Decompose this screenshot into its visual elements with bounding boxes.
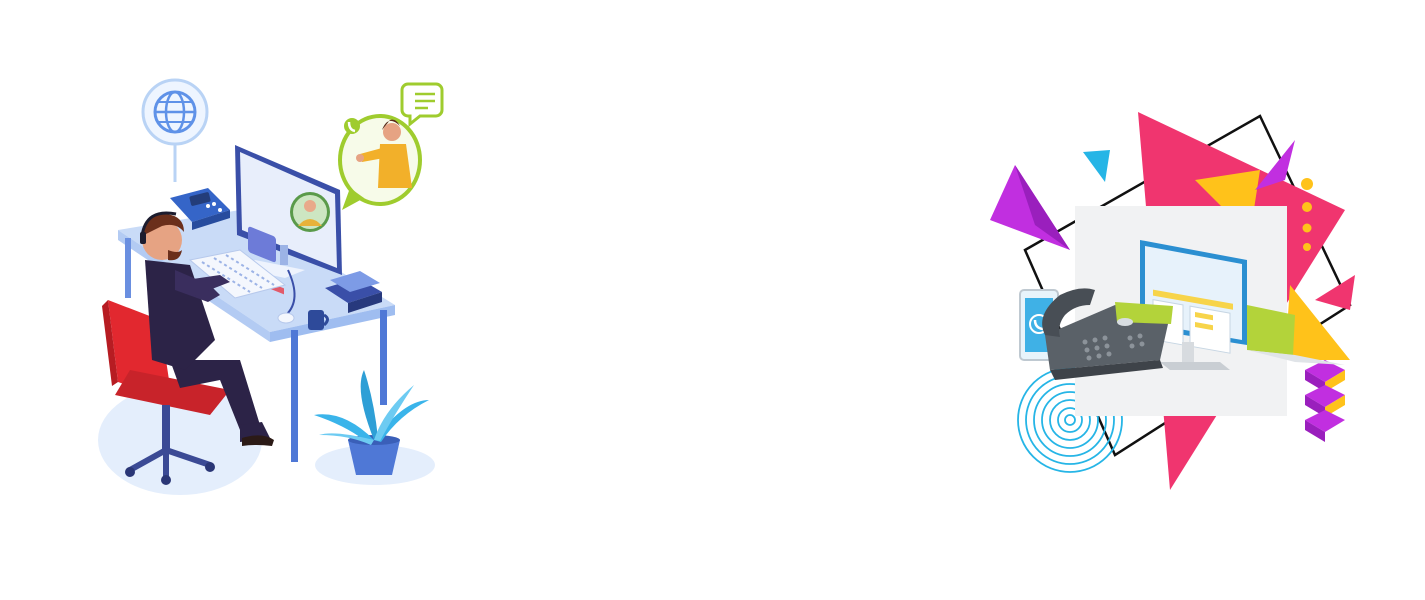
yellow-dot — [1301, 178, 1313, 190]
desk-phone-icon — [1042, 288, 1173, 380]
pink-triangle-small — [1315, 275, 1355, 310]
router-box — [325, 271, 382, 313]
yellow-triangle-right — [1285, 285, 1350, 360]
desk-phone-icon — [170, 188, 230, 230]
magenta-spike — [1255, 140, 1295, 190]
magenta-pyramid-shade — [1015, 165, 1070, 250]
call-center-agent-illustration — [90, 70, 450, 500]
desk-front — [270, 305, 395, 342]
mouse — [277, 312, 295, 324]
agent-person — [140, 211, 274, 446]
phone-icon — [344, 118, 360, 134]
coffee-mug-icon — [308, 310, 329, 330]
chevron-stack — [1305, 360, 1345, 442]
desk-leg — [291, 330, 298, 462]
yellow-dot — [1303, 243, 1311, 251]
desk-leg — [380, 310, 387, 405]
globe-icon — [141, 78, 209, 182]
laptop — [1247, 305, 1345, 365]
remote-caller — [338, 114, 422, 210]
voip-phone-system-illustration — [985, 110, 1365, 495]
mouse-cable — [285, 269, 296, 316]
yellow-dot — [1302, 223, 1312, 233]
call-center-agent-svg — [98, 78, 444, 495]
plant-icon — [314, 370, 429, 475]
cyan-triangle — [1083, 150, 1110, 182]
yellow-dot — [1302, 202, 1312, 212]
voip-phone-system-svg — [990, 112, 1355, 490]
keypad — [1082, 333, 1145, 361]
desk-leg — [125, 238, 131, 298]
chat-bubble-icon — [400, 82, 444, 128]
